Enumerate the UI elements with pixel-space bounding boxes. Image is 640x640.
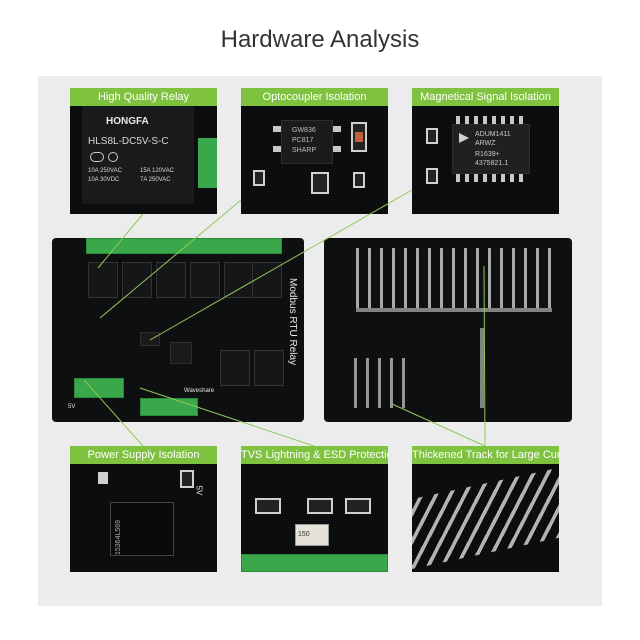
board-voltage: 5V	[68, 404, 76, 410]
label-power-supply-isolation: Power Supply Isolation	[70, 446, 217, 464]
relay-board-front: Modbus RTU Relay Waveshare 5V	[52, 238, 304, 422]
resistor	[355, 132, 363, 142]
chip-pin	[273, 146, 281, 152]
thick-tracks	[356, 248, 552, 308]
relay-rating-left-2: 10A 30VDC	[88, 177, 120, 183]
label-tvs-protection: TVS Lightning & ESD Protection	[241, 446, 388, 464]
terminal-strip-left	[74, 378, 124, 398]
opto-chip-line-2: PC817	[292, 137, 314, 144]
relay-rating-left-1: 10A 250VAC	[88, 168, 122, 174]
isolator-line-1: ADUM1411	[475, 131, 511, 138]
chip-pin	[333, 126, 341, 132]
relay-photo: HONGFA HLS8L-DC5V-S-C 10A 250VAC 10A 30V…	[70, 88, 217, 214]
thick-tracks-lower	[354, 358, 414, 408]
relay-brand: HONGFA	[106, 116, 149, 127]
chip-pin	[273, 126, 281, 132]
smd-pad	[311, 172, 329, 194]
terminal-block	[198, 138, 217, 188]
smd-pad	[426, 128, 438, 144]
terminal-strip-bottom	[140, 398, 198, 416]
relay-1	[88, 262, 118, 298]
relay-5	[224, 262, 254, 298]
relay-8	[254, 350, 284, 386]
analog-devices-logo	[459, 133, 469, 143]
label-optocoupler-isolation: Optocoupler Isolation	[241, 88, 388, 106]
relay-3	[156, 262, 186, 298]
relay-2	[122, 262, 152, 298]
relay-rating-right-1: 15A 120VAC	[140, 168, 174, 174]
ul-icon	[108, 152, 118, 162]
power-chip-text: 15364L569	[115, 519, 122, 555]
relay-rating-right-2: 7A 250VAC	[140, 177, 171, 183]
optocoupler-photo: GW836 PC817 SHARP	[241, 88, 388, 214]
isolator-chip: ADUM1411 ARWZ R1639+ 4375821.1	[452, 124, 530, 174]
opto-chip-line-3: SHARP	[292, 147, 317, 154]
via-row	[480, 328, 484, 408]
relay-7	[220, 350, 250, 386]
cert-icon	[90, 152, 104, 162]
thickened-track-photo	[412, 446, 559, 572]
relay-4	[190, 262, 220, 298]
chip-pin	[333, 146, 341, 152]
relay-board-back	[324, 238, 572, 422]
power-module: 15364L569	[110, 502, 174, 556]
opto-chip-line-1: GW836	[292, 127, 316, 134]
smd-pad	[426, 168, 438, 184]
fuse-text: 150	[298, 531, 310, 538]
isolator-line-2: ARWZ	[475, 140, 496, 147]
smd-pad	[98, 472, 108, 484]
isolator-chip-small	[140, 332, 160, 346]
optocoupler-chip: GW836 PC817 SHARP	[281, 120, 333, 164]
power-voltage: 5V	[194, 485, 204, 496]
label-thickened-track: Thickened Track for Large Current	[412, 446, 559, 464]
tvs-diode	[345, 498, 371, 514]
isolator-line-3: R1639+	[475, 151, 500, 158]
relay-component: HONGFA HLS8L-DC5V-S-C 10A 250VAC 10A 30V…	[82, 102, 194, 204]
tvs-diode	[255, 498, 281, 514]
chip-pins-bottom	[456, 174, 526, 182]
smd-pad	[253, 170, 265, 186]
magnetic-isolation-photo: ADUM1411 ARWZ R1639+ 4375821.1	[412, 88, 559, 214]
board-brand: Waveshare	[184, 388, 215, 394]
power-supply-photo: 15364L569 5V	[70, 446, 217, 572]
thick-track-closeup	[412, 462, 559, 572]
chip-pins-top	[456, 116, 526, 124]
fuse: 150	[295, 524, 329, 546]
thick-tracks-mid	[356, 308, 552, 312]
tvs-diode	[307, 498, 333, 514]
page-title: Hardware Analysis	[220, 26, 420, 53]
relay-6	[252, 262, 282, 298]
smd-pad	[353, 172, 365, 188]
terminal-strip	[241, 554, 388, 572]
label-high-quality-relay: High Quality Relay	[70, 88, 217, 106]
relay-model: HLS8L-DC5V-S-C	[88, 136, 169, 147]
terminal-strip-top	[86, 238, 282, 254]
mcu-chip	[170, 342, 192, 364]
tvs-protection-photo: 150	[241, 446, 388, 572]
board-side-label: Modbus RTU Relay	[287, 278, 298, 366]
isolator-line-4: 4375821.1	[475, 160, 509, 167]
label-magnetical-signal-isolation: Magnetical Signal Isolation	[412, 88, 559, 106]
smd-pad	[180, 470, 194, 488]
